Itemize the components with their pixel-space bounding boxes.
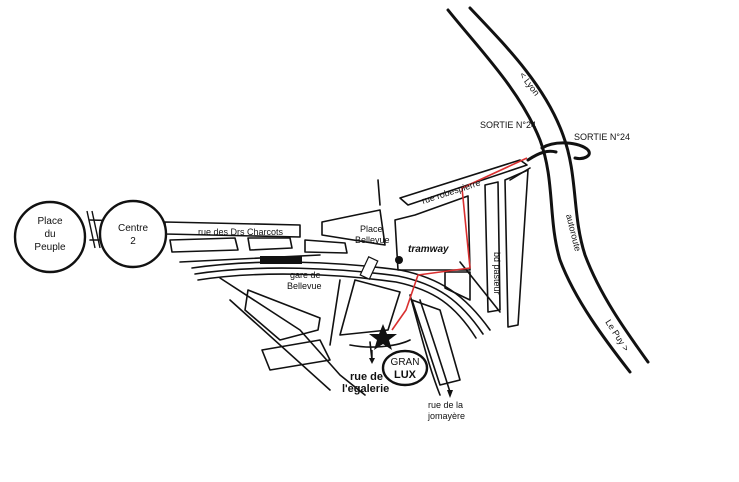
centre-2-line1: Centre: [118, 223, 148, 234]
place-du-peuple-circle: Place du Peuple: [13, 200, 87, 274]
sortie-left-label: SORTIE N°24: [480, 120, 536, 130]
rue-des-drs-charcots-label: rue des Drs Charcots: [198, 227, 284, 237]
bd-pasteur-label: bd pasteur: [492, 252, 502, 295]
place-du-peuple-line1: Place: [37, 216, 62, 227]
gare-building: [260, 256, 302, 264]
railway: [191, 256, 491, 339]
direction-arrows: [369, 350, 453, 398]
autoroute-lines: [446, 6, 650, 374]
place-du-peuple-line3: Peuple: [34, 242, 66, 253]
centre-2-circle: Centre 2: [98, 199, 168, 269]
tramway-label: tramway: [408, 244, 449, 255]
star-icon: [369, 324, 397, 350]
place-bellevue-line2: Bellevue: [355, 235, 390, 245]
gran-lux-line1: GRAN: [391, 357, 420, 368]
dot-icon: [395, 256, 403, 264]
rue-de-la-jomayere-line1: rue de la: [428, 400, 463, 410]
place-du-peuple-line2: du: [44, 229, 55, 240]
lyon-label: < Lyon: [517, 70, 541, 98]
gare-de-bellevue-line1: gare de: [290, 270, 321, 280]
rue-de-legalerie-line2: l'egalerie: [342, 383, 389, 395]
place-bellevue-line1: Place: [360, 224, 383, 234]
streets: [89, 167, 531, 396]
route-line: [391, 157, 528, 331]
gran-lux-line2: LUX: [394, 369, 417, 381]
gran-lux-marker: GRAN LUX: [369, 324, 429, 387]
rue-de-la-jomayere-line2: jomayère: [427, 411, 465, 421]
street-blocks: [164, 159, 529, 386]
sortie-right-label: SORTIE N°24: [574, 132, 630, 142]
rue-de-legalerie-line1: rue de: [350, 371, 383, 383]
centre-2-line2: 2: [130, 236, 136, 247]
connector-lines: [86, 210, 101, 249]
le-puy-label: Le Puy >: [603, 318, 631, 353]
gare-de-bellevue-line2: Bellevue: [287, 281, 322, 291]
